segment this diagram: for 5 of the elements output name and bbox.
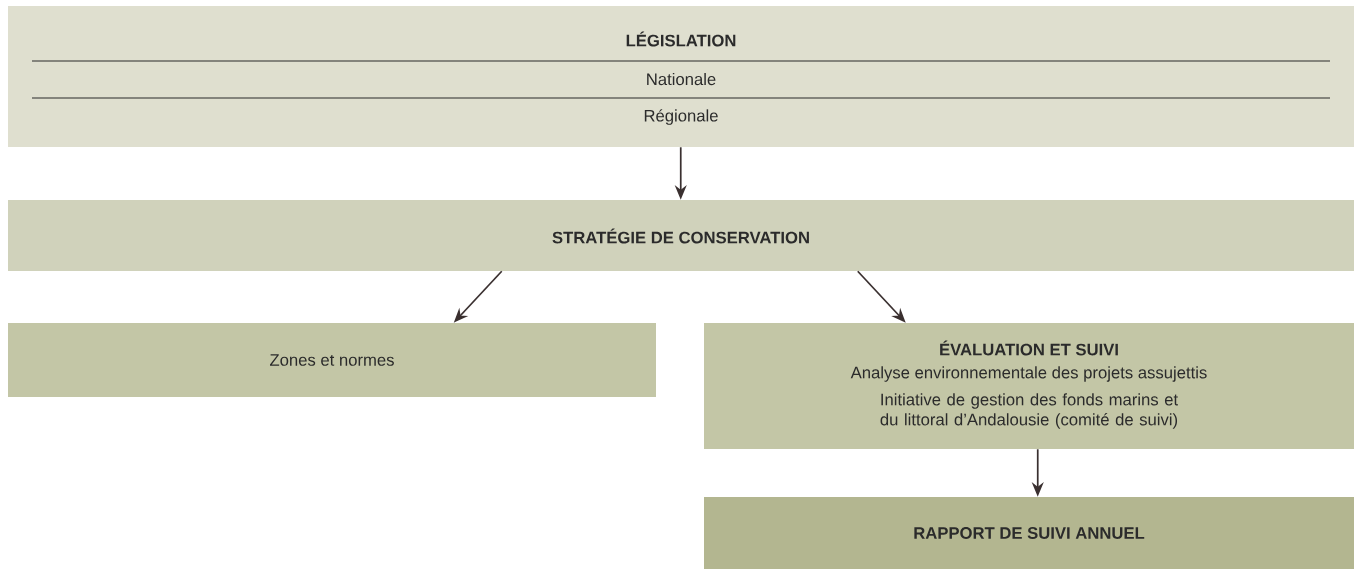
box: RAPPORT DE SUIVI ANNUEL <box>704 497 1354 569</box>
box: STRATÉGIE DE CONSERVATION <box>8 200 1354 271</box>
box: Zones et normes <box>8 323 656 397</box>
box: ÉVALUATION ET SUIVI Analyse environnementale des projets assujettis Initiative de gestion des fonds marins et du littoral d’Andalousie (comité de suivi) <box>704 323 1354 449</box>
box: LÉGISLATION Nationale Régionale <box>8 6 1354 147</box>
